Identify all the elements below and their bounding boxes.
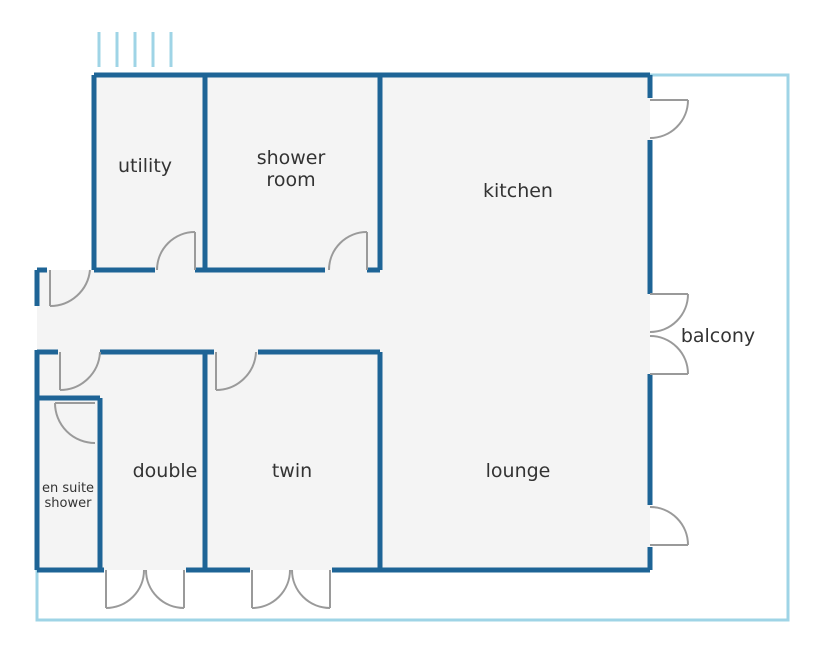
- room-labels: utility shower room kitchen balcony en s…: [42, 147, 755, 511]
- door-entrance: [49, 269, 91, 308]
- door-utility: [156, 231, 196, 271]
- label-shower-room-line2: room: [266, 169, 315, 191]
- label-kitchen: kitchen: [483, 180, 553, 202]
- door-kitchen-balcony: [649, 99, 689, 139]
- label-twin: twin: [272, 460, 312, 482]
- door-balcony-double: [649, 293, 689, 375]
- door-twin-terrace: [251, 569, 331, 609]
- label-shower-room-line1: shower: [257, 147, 326, 169]
- label-en-suite-line1: en suite: [42, 481, 94, 496]
- door-lounge-balcony: [649, 506, 689, 546]
- label-balcony: balcony: [681, 325, 755, 347]
- label-double: double: [133, 460, 198, 482]
- door-double-terrace: [105, 569, 185, 609]
- label-utility: utility: [118, 155, 172, 177]
- door-double: [59, 351, 101, 392]
- door-shower-room: [328, 231, 368, 271]
- doors: [49, 99, 689, 609]
- floor-area: [37, 75, 650, 570]
- label-en-suite-line2: shower: [45, 496, 93, 511]
- door-en-suite: [54, 402, 96, 444]
- label-lounge: lounge: [486, 460, 551, 482]
- balcony-outline: [35, 73, 790, 622]
- walls: [34, 72, 653, 573]
- vent-lines: [97, 32, 173, 67]
- door-twin: [215, 351, 257, 392]
